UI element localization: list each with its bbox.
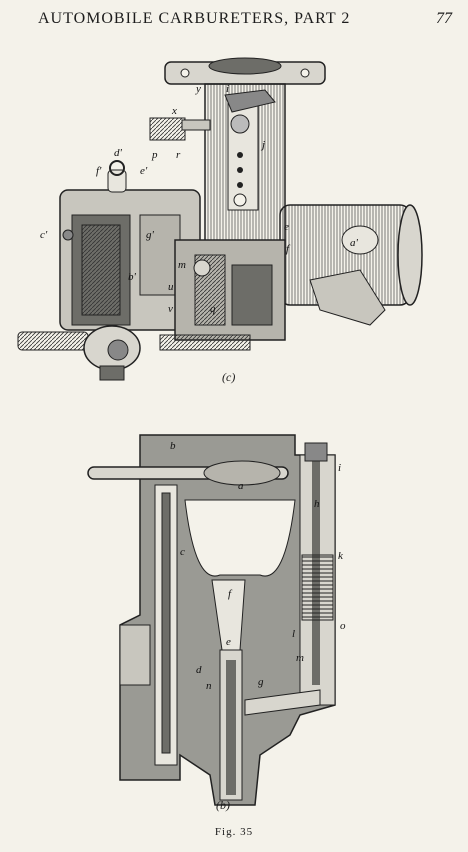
page-number: 77 <box>436 10 452 27</box>
figure-c-caption: (c) <box>222 370 236 384</box>
page-header: AUTOMOBILE CARBURETERS, PART 2 77 <box>0 10 468 34</box>
label-a-prime: a' <box>350 237 359 249</box>
label-n: n <box>206 680 212 692</box>
label-y: y <box>195 83 201 95</box>
figure-b-caption: (b) <box>216 798 230 812</box>
label-m: m <box>296 652 304 664</box>
figure-c: y x i j p r d' f' e' c' g' b' a' e f m u… <box>0 40 468 390</box>
label-g-prime: g' <box>146 229 155 241</box>
label-u: u <box>168 281 174 293</box>
label-x: x <box>171 105 177 117</box>
label-f: f <box>228 588 233 600</box>
label-l: l <box>292 628 295 640</box>
central-body <box>159 239 286 351</box>
label-b: b <box>170 440 176 452</box>
label-v: v <box>168 303 173 315</box>
body-section <box>119 434 336 806</box>
float-chamber <box>59 160 201 331</box>
label-m: m <box>178 259 186 271</box>
air-intake <box>279 204 423 326</box>
figure-c-illustration: y x i j p r d' f' e' c' g' b' a' e f m u… <box>17 57 423 381</box>
figure-b-illustration: a b c d e f g h i k l m n o <box>87 434 346 806</box>
label-e: e <box>226 636 231 648</box>
label-o: o <box>340 620 346 632</box>
label-c-prime: c' <box>40 229 48 241</box>
throttle-barrel <box>204 83 286 255</box>
label-k: k <box>338 550 344 562</box>
top-flange <box>164 57 326 85</box>
label-b-prime: b' <box>128 271 137 283</box>
figure-caption: Fig. 35 <box>214 826 254 838</box>
label-f: f <box>286 243 291 255</box>
label-j: j <box>260 139 265 151</box>
label-d: d <box>196 664 202 676</box>
label-r: r <box>176 149 181 161</box>
label-h: h <box>314 498 320 510</box>
label-q: q <box>210 303 216 315</box>
label-g: g <box>258 676 264 688</box>
label-f-prime: f' <box>96 165 102 177</box>
top-nut <box>304 442 328 462</box>
fuel-inlet <box>17 325 141 381</box>
label-p: p <box>151 149 158 161</box>
throttle-shaft <box>87 460 289 486</box>
lever-assembly <box>149 89 276 141</box>
label-e: e <box>284 221 289 233</box>
figure-b: a b c d e f g h i k l m n o (b) <box>0 415 468 815</box>
running-title: AUTOMOBILE CARBURETERS, PART 2 <box>38 10 351 27</box>
label-d-prime: d' <box>114 147 123 159</box>
label-c: c <box>180 546 185 558</box>
label-i: i <box>338 462 341 474</box>
label-i: i <box>226 83 229 95</box>
label-a: a <box>238 480 244 492</box>
label-e-prime: e' <box>140 165 148 177</box>
